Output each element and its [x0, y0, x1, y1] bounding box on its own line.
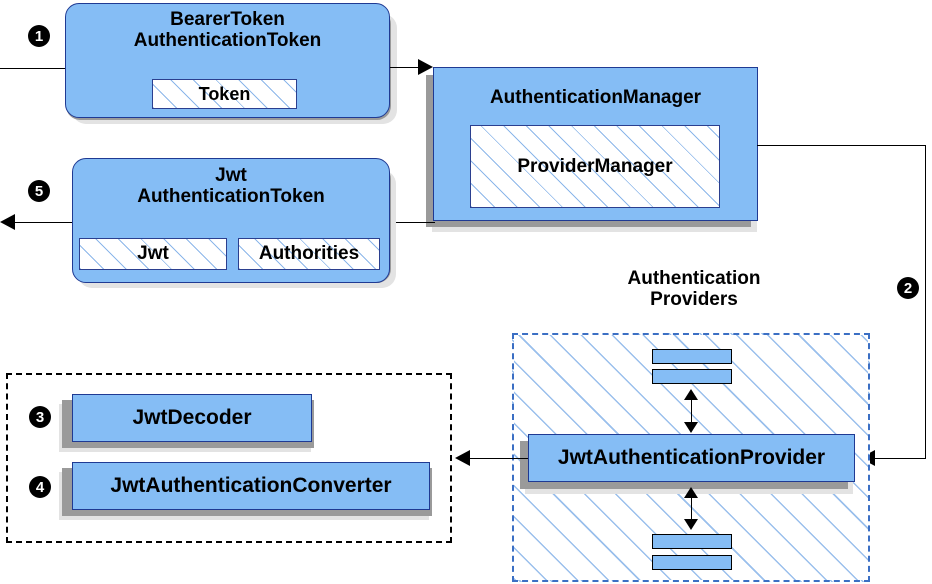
step-badge-5: 5 [28, 180, 50, 202]
provider-placeholder-bar-top-1 [652, 349, 732, 364]
node-jwt-decoder[interactable]: JwtDecoder [72, 394, 312, 442]
node-jwt-authentication-converter[interactable]: JwtAuthenticationConverter [72, 462, 430, 510]
provider-placeholder-bar-bottom-1 [652, 534, 732, 549]
bearer-token-title: BearerToken AuthenticationToken [133, 9, 322, 52]
authentication-manager-title: AuthenticationManager [489, 87, 702, 108]
provider-link-top [691, 395, 692, 427]
provider-placeholder-bar-bottom-2 [652, 555, 732, 570]
authentication-manager-field-provider-manager: ProviderManager [470, 125, 720, 208]
provider-link-bottom-arrow-down [684, 519, 698, 530]
step-badge-4: 4 [29, 476, 51, 498]
node-jwt-authentication-provider[interactable]: JwtAuthenticationProvider [528, 434, 855, 482]
jwt-token-field-jwt: Jwt [79, 238, 227, 270]
provider-link-top-arrow-down [684, 422, 698, 433]
connector-manager-to-provider-bottom [874, 458, 926, 459]
connector-request-in [0, 68, 72, 69]
connector-manager-to-provider-top [757, 145, 926, 146]
provider-link-bottom [691, 494, 692, 524]
connector-response-out-arrowhead [0, 214, 15, 230]
connector-token-to-manager-arrowhead [418, 59, 433, 75]
step-badge-2: 2 [897, 277, 919, 299]
jwt-token-field-authorities: Authorities [238, 238, 380, 270]
bearer-token-field-token: Token [152, 79, 297, 109]
connector-manager-to-jwt-token [390, 222, 435, 223]
provider-placeholder-bar-top-2 [652, 369, 732, 384]
step-badge-3: 3 [29, 406, 51, 428]
connector-provider-to-components [470, 458, 528, 459]
connector-manager-to-provider-vertical [925, 145, 926, 459]
provider-link-top-arrow-up [684, 389, 698, 400]
jwt-components-container [6, 373, 452, 543]
jwt-token-title: Jwt AuthenticationToken [137, 165, 325, 208]
connector-token-to-manager [390, 67, 425, 68]
step-badge-1: 1 [28, 25, 50, 47]
authentication-providers-title: Authentication Providers [627, 268, 761, 311]
connector-response-out [14, 222, 80, 223]
connector-provider-to-components-arrowhead [455, 450, 470, 466]
provider-link-bottom-arrow-up [684, 487, 698, 498]
